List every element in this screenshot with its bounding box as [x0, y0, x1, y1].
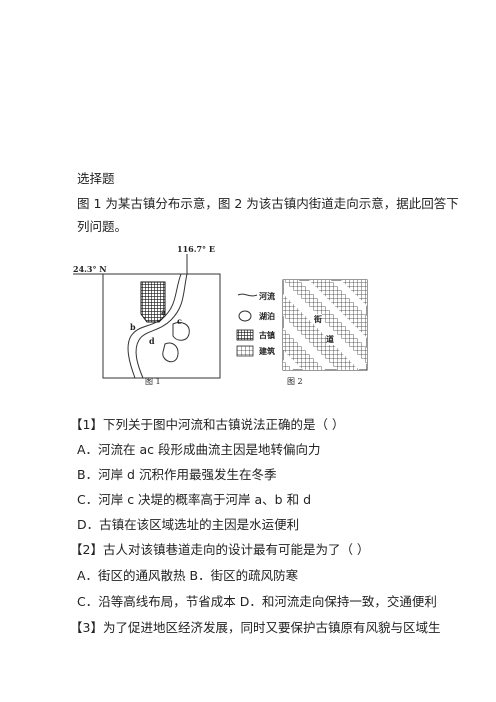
figure-2-streets	[282, 279, 368, 371]
question-3-stem: 【3】为了促进地区经济发展，同时又要保护古镇原有风貌与区域生	[70, 620, 441, 635]
figure-2-caption: 图 2	[287, 377, 303, 386]
street-label-1: 街	[314, 314, 322, 325]
question-1-stem: 【1】下列关于图中河流和古镇说法正确的是（ ）	[70, 417, 345, 432]
question-2-options-ab: A．街区的通风散热 B．街区的疏风防寒	[77, 568, 299, 583]
map-frame	[102, 273, 221, 379]
legend-river: 河流	[259, 292, 275, 301]
legend-lake: 湖泊	[259, 312, 275, 321]
figure-1-map	[73, 254, 368, 379]
figure-1-caption: 图 1	[145, 377, 161, 386]
question-1-option-a: A．河流在 ac 段形成曲流主因是地转偏向力	[77, 442, 321, 457]
intro-line-1: 图 1 为某古镇分布示意，图 2 为该古镇内街道走向示意，据此回答下	[77, 196, 459, 211]
legend-town-symbol	[236, 329, 254, 341]
lake	[172, 321, 190, 341]
longitude-label: 116.7° E	[177, 244, 215, 254]
point-b-label: b	[130, 322, 136, 332]
point-c-label: c	[177, 316, 182, 326]
ancient-town	[140, 281, 166, 323]
question-2-stem: 【2】古人对该镇巷道走向的设计最有可能是为了（ ）	[70, 542, 370, 557]
question-1-option-d: D．古镇在该区域选址的主因是水运便利	[77, 517, 300, 532]
point-d-label: d	[149, 336, 155, 346]
figure: 116.7° E 24.3° N a c b d 河流 湖泊 古镇 建筑 街 道…	[73, 242, 378, 390]
street-label-2: 道	[326, 334, 334, 345]
point-a-label: a	[161, 307, 167, 317]
latitude-label: 24.3° N	[73, 264, 107, 274]
question-2-options-cd: C．沿等高线布局，节省成本 D．和河流走向保持一致，交通便利	[77, 594, 437, 609]
section-title: 选择题	[77, 171, 115, 186]
legend-town: 古镇	[259, 331, 275, 340]
lake	[162, 342, 179, 363]
question-1-option-c: C．河岸 c 决堤的概率高于河岸 a、b 和 d	[77, 492, 311, 507]
legend-building-symbol	[236, 345, 254, 357]
legend-lake-symbol	[238, 310, 252, 322]
question-1-option-b: B．河岸 d 沉积作用最强发生在冬季	[77, 467, 277, 482]
river	[127, 273, 182, 379]
legend-building: 建筑	[259, 347, 275, 356]
intro-line-2: 列问题。	[77, 219, 128, 234]
